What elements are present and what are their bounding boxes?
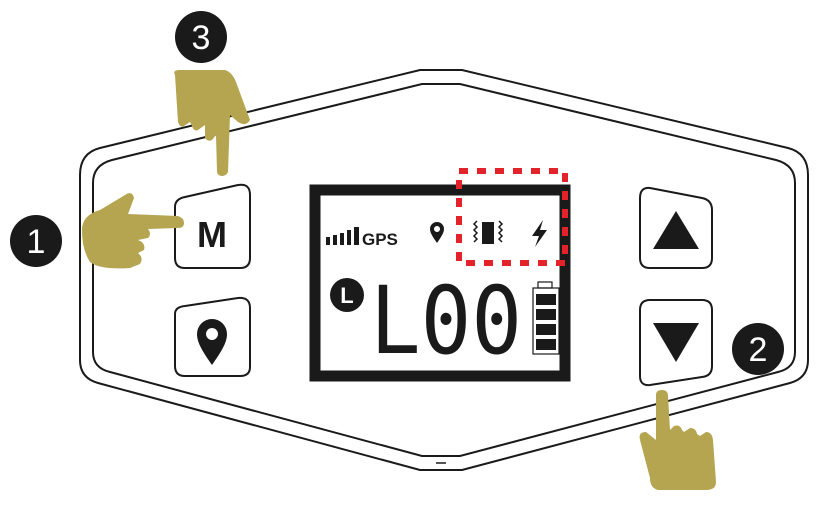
battery-bar bbox=[536, 339, 556, 350]
location-button[interactable] bbox=[174, 296, 251, 377]
up-button[interactable] bbox=[639, 186, 713, 269]
highlight-box bbox=[456, 168, 568, 266]
vibration-icon bbox=[472, 220, 504, 244]
svg-text:3: 3 bbox=[192, 19, 211, 57]
housing-outer-outline bbox=[79, 69, 809, 471]
lightning-icon bbox=[532, 220, 547, 247]
gps-label: GPS bbox=[362, 230, 398, 249]
battery-bar bbox=[536, 294, 556, 305]
step-badge-3: 3 bbox=[175, 11, 227, 63]
mode-button-label: M bbox=[197, 214, 227, 255]
svg-text:L: L bbox=[340, 283, 353, 308]
housing-inner-outline bbox=[92, 83, 796, 457]
svg-text:2: 2 bbox=[749, 331, 768, 369]
step-badge-2: 2 bbox=[732, 323, 784, 375]
hand-pointer-icon-step-1 bbox=[82, 193, 184, 269]
hand-pointer-icon-step-3 bbox=[174, 70, 250, 176]
battery-bar bbox=[536, 324, 556, 335]
triangle-down-icon bbox=[653, 323, 699, 362]
triangle-up-icon bbox=[653, 211, 699, 249]
battery-bar bbox=[536, 309, 556, 320]
location-pin-icon bbox=[197, 319, 227, 365]
down-button[interactable] bbox=[639, 299, 713, 387]
seven-segment-display: L00 bbox=[370, 267, 522, 376]
signal-bars-icon bbox=[326, 227, 359, 245]
lcd-screen: GPS L L00 bbox=[309, 184, 571, 382]
hand-pointer-icon-step-2 bbox=[639, 390, 716, 490]
mode-button[interactable]: M bbox=[174, 183, 251, 269]
location-pin-icon bbox=[430, 222, 444, 243]
mode-badge: L bbox=[330, 278, 364, 312]
step-badge-1: 1 bbox=[10, 215, 62, 267]
svg-text:1: 1 bbox=[27, 223, 46, 261]
battery-icon bbox=[532, 281, 560, 355]
